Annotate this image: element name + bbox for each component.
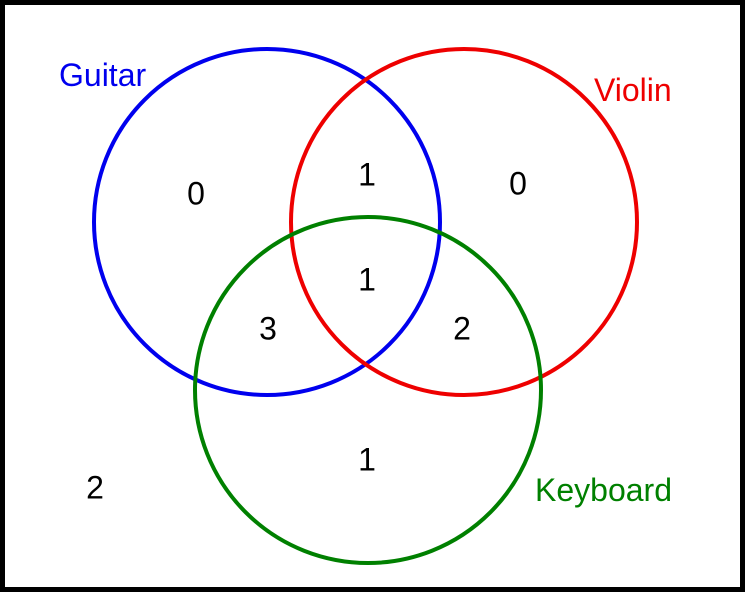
guitar-violin-count: 1: [358, 156, 376, 192]
violin-circle: [289, 47, 639, 397]
violin-keyboard-count: 2: [453, 310, 471, 346]
violin-only-count: 0: [509, 165, 527, 201]
outside-count: 2: [86, 469, 104, 505]
keyboard-label: Keyboard: [535, 472, 672, 508]
keyboard-only-count: 1: [358, 441, 376, 477]
guitar-circle: [92, 47, 442, 397]
guitar-keyboard-count: 3: [259, 310, 277, 346]
guitar-label: Guitar: [59, 57, 146, 93]
guitar-only-count: 0: [187, 175, 205, 211]
violin-label: Violin: [594, 72, 672, 108]
keyboard-circle: [193, 215, 543, 565]
all-three-count: 1: [358, 261, 376, 297]
